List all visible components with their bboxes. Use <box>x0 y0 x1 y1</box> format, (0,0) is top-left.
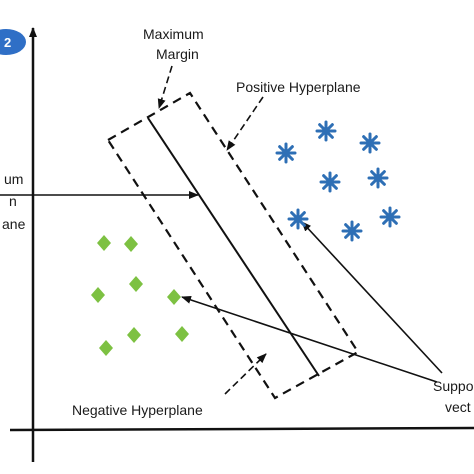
left-label-line1: um <box>4 171 23 187</box>
positive-point <box>367 167 389 189</box>
support-vectors-label-line1: Suppo <box>433 378 474 394</box>
negative-point <box>91 287 105 303</box>
negative-point <box>99 340 113 356</box>
positive-point <box>359 132 381 154</box>
maximum-margin-hyperplane <box>147 117 320 377</box>
left-label-line2: n <box>9 193 17 209</box>
support-vector-arrow-positive <box>301 221 443 374</box>
maximum-margin-label-line1: Maximum <box>143 26 204 42</box>
negative-point <box>129 276 143 292</box>
left-label-line3: ane <box>2 216 26 232</box>
positive-point <box>275 142 297 164</box>
positive-hyperplane-arrow <box>226 96 264 151</box>
positive-hyperplane-label: Positive Hyperplane <box>236 79 361 95</box>
x-axis <box>9 426 474 432</box>
y-axis-badge-label: 2 <box>4 35 11 50</box>
support-vector-arrow-negative <box>181 296 438 383</box>
negative-point <box>175 326 189 342</box>
positive-point <box>319 171 341 193</box>
negative-hyperplane-arrow <box>224 353 267 395</box>
maximum-margin-label-line2: Margin <box>156 46 199 62</box>
positive-point <box>379 206 401 228</box>
y-axis-badge: 2 <box>0 29 26 55</box>
negative-hyperplane-label: Negative Hyperplane <box>72 402 203 418</box>
positive-point <box>315 120 337 142</box>
negative-class-points <box>91 235 189 356</box>
positive-class-points <box>275 120 401 242</box>
positive-point <box>341 220 363 242</box>
negative-point <box>97 235 111 251</box>
negative-point <box>124 236 138 252</box>
positive-point <box>287 208 309 230</box>
maximum-margin-arrow <box>157 65 173 109</box>
negative-point <box>167 289 181 305</box>
negative-point <box>127 327 141 343</box>
support-vectors-label-line2: vect <box>445 399 471 415</box>
